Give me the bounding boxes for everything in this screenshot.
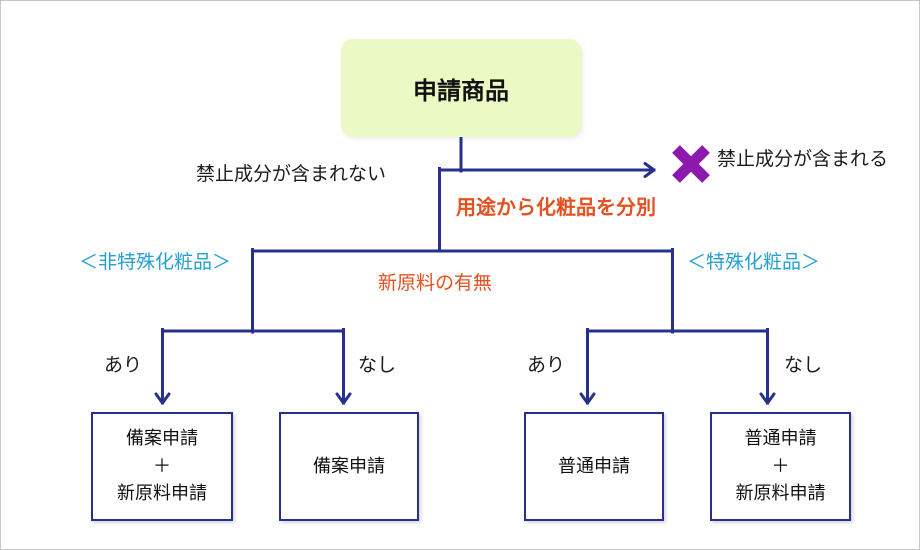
label-new-raw-material-check: 新原料の有無 (378, 273, 493, 294)
label-right-yes: あり (527, 355, 566, 376)
prohibited-result-marker (669, 142, 713, 186)
label-special-cosmetics: ＜特殊化粧品＞ (687, 252, 821, 273)
label-left-no: なし (358, 355, 397, 376)
label-no-prohibited-ingredients: 禁止成分が含まれない (196, 164, 387, 185)
leaf-node-label: 普通申請 (558, 455, 630, 476)
leaf-node-label: 普通申請 ＋ 新原料申請 (735, 427, 826, 504)
root-node-label: 申請商品 (413, 77, 509, 105)
leaf-node-label: 備案申請 ＋ 新原料申請 (117, 427, 207, 504)
x-mark-icon (672, 145, 710, 183)
leaf-node-bianan-plus-new-material: 備案申請 ＋ 新原料申請 (91, 412, 233, 521)
label-left-yes: あり (104, 355, 143, 376)
label-classify-by-use: 用途から化粧品を分別 (456, 197, 656, 219)
leaf-node-bianan: 備案申請 (279, 412, 419, 521)
leaf-node-label: 備案申請 (313, 455, 385, 476)
label-prohibited-ingredients: 禁止成分が含まれる (717, 149, 889, 170)
leaf-node-ordinary-plus-new-material: 普通申請 ＋ 新原料申請 (710, 412, 851, 521)
label-non-special-cosmetics: ＜非特殊化粧品＞ (79, 252, 232, 273)
label-right-no: なし (784, 355, 823, 376)
leaf-node-ordinary: 普通申請 (524, 412, 664, 521)
root-node: 申請商品 (341, 39, 581, 137)
